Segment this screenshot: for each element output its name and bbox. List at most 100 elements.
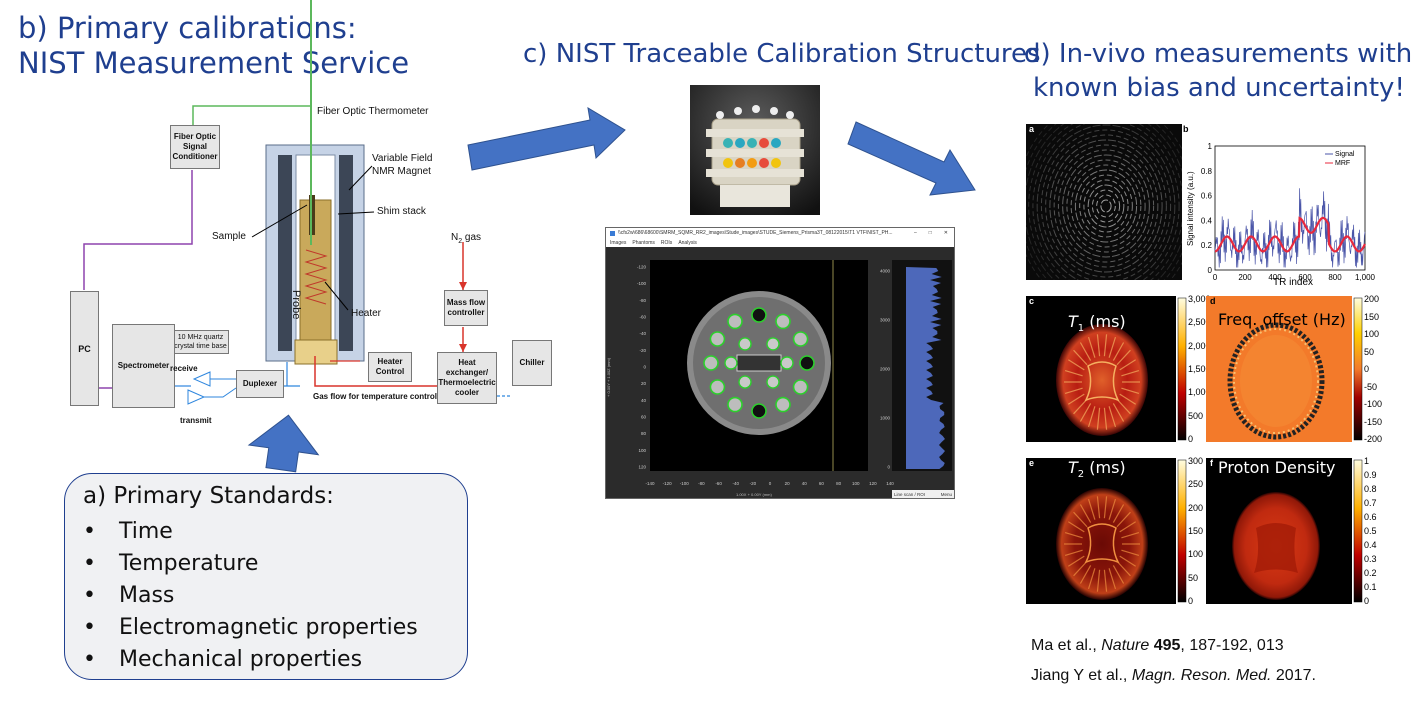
vial[interactable] [766,375,780,389]
probe-body [299,199,332,341]
b-y-tick: 0.6 [1201,192,1213,201]
y-tick-label: -20 [639,348,646,353]
phantom-vials [703,307,815,419]
y-tick-label: 0 [643,365,646,370]
vial[interactable] [709,379,726,395]
y-tick-label: -100 [637,281,647,286]
citation-2: Jiang Y et al., Magn. Reson. Med. 2017. [1031,667,1316,684]
heater-leader [324,281,349,311]
b-y-tick: 0.8 [1201,167,1213,176]
heater-control-box: Heater Control [368,352,412,382]
x-tick-label: -60 [715,481,722,486]
heater-label: Heater [351,308,382,319]
menu-phantoms[interactable]: Phantoms [632,239,655,246]
primary-standards-heading: a) Primary Standards: [83,483,334,509]
chiller-box: Chiller [512,340,552,386]
window-titlebar: \\cfs2w\686\68600\SMRM_SQMR_RR2_images\S… [606,228,954,238]
colorbar-tick: 0.9 [1364,470,1377,480]
minimize-button[interactable]: – [913,230,917,236]
primary-standards-box: a) Primary Standards: •Time •Temperature… [64,473,468,680]
x-tick-label: 140 [886,481,894,486]
receive-label: receive [170,364,198,373]
arrow-up [247,414,320,473]
colorbar-tick: 0 [1188,596,1194,606]
b-x-tick: 200 [1238,273,1252,282]
colorbar-tick: 500 [1188,410,1204,421]
vial[interactable] [709,331,726,347]
panel-c-t1-map [1026,296,1176,442]
status-line-scan[interactable]: Line scan / ROI [894,491,926,497]
shim-label: Shim stack [377,206,426,217]
vial[interactable] [780,356,794,370]
transmit-label: transmit [180,416,212,425]
histogram [906,267,945,469]
vial[interactable] [738,337,752,351]
menu-images[interactable]: Images [610,239,627,246]
y-tick-label: -80 [639,298,646,303]
heat-exchanger-box: Heat exchanger/ Thermoelectric cooler [437,352,497,404]
vial[interactable] [727,313,743,330]
vial[interactable] [775,396,791,413]
pc-box: PC [70,291,99,406]
spectrometer-box: Spectrometer [112,324,175,408]
colorbar-tick: 2,500 [1188,317,1211,328]
vial[interactable] [703,355,719,371]
menu-analysis[interactable]: Analysis [678,239,697,246]
x-tick-label: 80 [836,481,842,486]
status-menu[interactable]: Menu [940,491,952,497]
colorbar-tick: 1,500 [1188,364,1211,374]
panel-e-letter: e [1029,458,1035,468]
colorbar-tick: 0.7 [1364,498,1377,508]
b-x-tick: 1,000 [1355,273,1375,282]
title-d-line2: known bias and uncertainty! [1033,73,1405,103]
colorbar-tick: 50 [1364,346,1375,357]
y-tick-label: 60 [641,415,647,420]
list-item: •Time [83,519,173,544]
vial[interactable] [724,356,738,370]
colorbar-tick: -100 [1364,399,1383,409]
panel-a-letter: a [1029,124,1035,134]
b-xaxis-label: TR index [1273,277,1313,287]
x-tick-label: -80 [698,481,705,486]
colorbar-tick: 0.4 [1364,540,1377,550]
vial[interactable] [792,379,809,395]
vial[interactable] [792,331,809,347]
panel-b-letter: b [1183,124,1189,134]
series-signal [1214,188,1366,268]
x-tick-label: 60 [819,481,825,486]
magnet-label: Variable Field NMR Magnet [372,153,433,177]
maximize-button[interactable]: □ [928,230,932,236]
heater-coil [304,249,328,305]
transmit-line [204,387,237,398]
vial[interactable] [751,307,767,323]
colorbar-tick: 50 [1188,572,1199,583]
b-x-tick: 0 [1213,273,1218,282]
colorbar-tick: 100 [1364,329,1380,339]
vial[interactable] [738,375,752,389]
colorbar-tick: 300 [1188,456,1204,466]
y-axis-label: + 0.00Y + 1.00Z (mm) [606,357,611,397]
colorbar-tick: -150 [1364,416,1383,427]
vial[interactable] [799,355,815,371]
b-y-tick: 1 [1208,142,1213,151]
y-tick-label: -40 [639,331,646,336]
vial[interactable] [775,313,791,330]
x-tick-label: 120 [869,481,877,486]
vial[interactable] [751,403,767,419]
menu-rois[interactable]: ROIs [660,239,673,246]
vial[interactable] [727,396,743,413]
probe-base [294,339,338,365]
y-tick-label: 20 [641,381,647,386]
magnet-coil-left [278,155,292,351]
close-button[interactable]: ✕ [943,230,948,236]
title-d-line1: d) In-vivo measurements with [1024,39,1413,69]
b-x-tick: 600 [1298,273,1312,282]
t2-label: T2 (ms) [1068,458,1126,481]
list-item: •Mass [83,583,175,608]
list-item: •Mechanical properties [83,647,363,672]
colorbar-tick: 0 [1364,364,1370,374]
vial[interactable] [766,337,780,351]
